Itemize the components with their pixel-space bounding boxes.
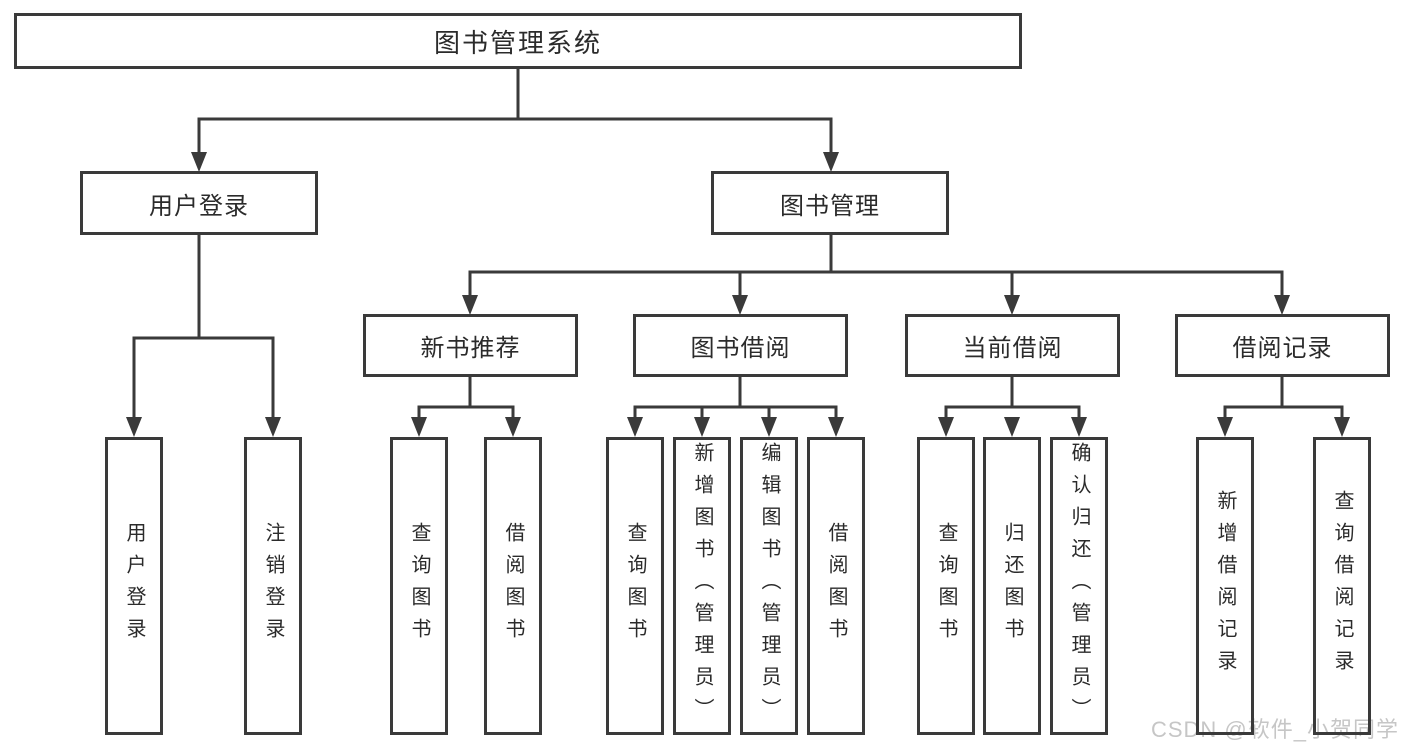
leaf-borrow-books-1-label: 借阅图书 — [502, 522, 524, 650]
leaf-edit-book-admin-label: 编辑图书（管理员） — [758, 442, 780, 730]
node-book-mgmt-label: 图书管理 — [780, 192, 880, 220]
node-user-login: 用户登录 — [80, 171, 318, 235]
leaf-add-borrow-record: 新增借阅记录 — [1196, 437, 1254, 735]
node-current-borrow-label: 当前借阅 — [962, 335, 1063, 362]
node-book-mgmt: 图书管理 — [711, 171, 949, 235]
leaf-confirm-return-admin: 确认归还（管理员） — [1050, 437, 1108, 735]
leaf-return-books: 归还图书 — [983, 437, 1041, 735]
leaf-query-borrow-record: 查询借阅记录 — [1313, 437, 1371, 735]
leaf-borrow-books-1: 借阅图书 — [484, 437, 542, 735]
leaf-user-login: 用户登录 — [105, 437, 163, 735]
node-root-label: 图书管理系统 — [433, 27, 602, 58]
node-new-book-rec: 新书推荐 — [363, 314, 578, 377]
leaf-query-books-1: 查询图书 — [390, 437, 448, 735]
leaf-query-books-3: 查询图书 — [917, 437, 975, 735]
leaf-borrow-books-2-label: 借阅图书 — [825, 522, 847, 650]
leaf-query-books-2-label: 查询图书 — [624, 522, 646, 650]
node-new-book-rec-label: 新书推荐 — [420, 335, 521, 362]
leaf-add-book-admin-label: 新增图书（管理员） — [691, 442, 713, 730]
leaf-confirm-return-admin-label: 确认归还（管理员） — [1068, 442, 1090, 730]
leaf-query-books-3-label: 查询图书 — [935, 522, 957, 650]
leaf-add-borrow-record-label: 新增借阅记录 — [1214, 490, 1236, 682]
node-root: 图书管理系统 — [14, 13, 1022, 69]
leaf-borrow-books-2: 借阅图书 — [807, 437, 865, 735]
leaf-return-books-label: 归还图书 — [1001, 522, 1023, 650]
leaf-query-books-1-label: 查询图书 — [408, 522, 430, 650]
leaf-logout: 注销登录 — [244, 437, 302, 735]
node-borrow-records: 借阅记录 — [1175, 314, 1390, 377]
leaf-user-login-label: 用户登录 — [123, 522, 145, 650]
leaf-edit-book-admin: 编辑图书（管理员） — [740, 437, 798, 735]
arrowheads — [126, 152, 1350, 437]
node-current-borrow: 当前借阅 — [905, 314, 1120, 377]
leaf-query-books-2: 查询图书 — [606, 437, 664, 735]
leaf-logout-label: 注销登录 — [262, 522, 284, 650]
node-book-borrow-label: 图书借阅 — [690, 335, 791, 362]
leaf-query-borrow-record-label: 查询借阅记录 — [1331, 490, 1353, 682]
leaf-add-book-admin: 新增图书（管理员） — [673, 437, 731, 735]
node-book-borrow: 图书借阅 — [633, 314, 848, 377]
watermark: CSDN @软件_小贺同学 — [1150, 717, 1399, 742]
node-user-login-label: 用户登录 — [149, 192, 249, 220]
node-borrow-records-label: 借阅记录 — [1232, 335, 1333, 362]
